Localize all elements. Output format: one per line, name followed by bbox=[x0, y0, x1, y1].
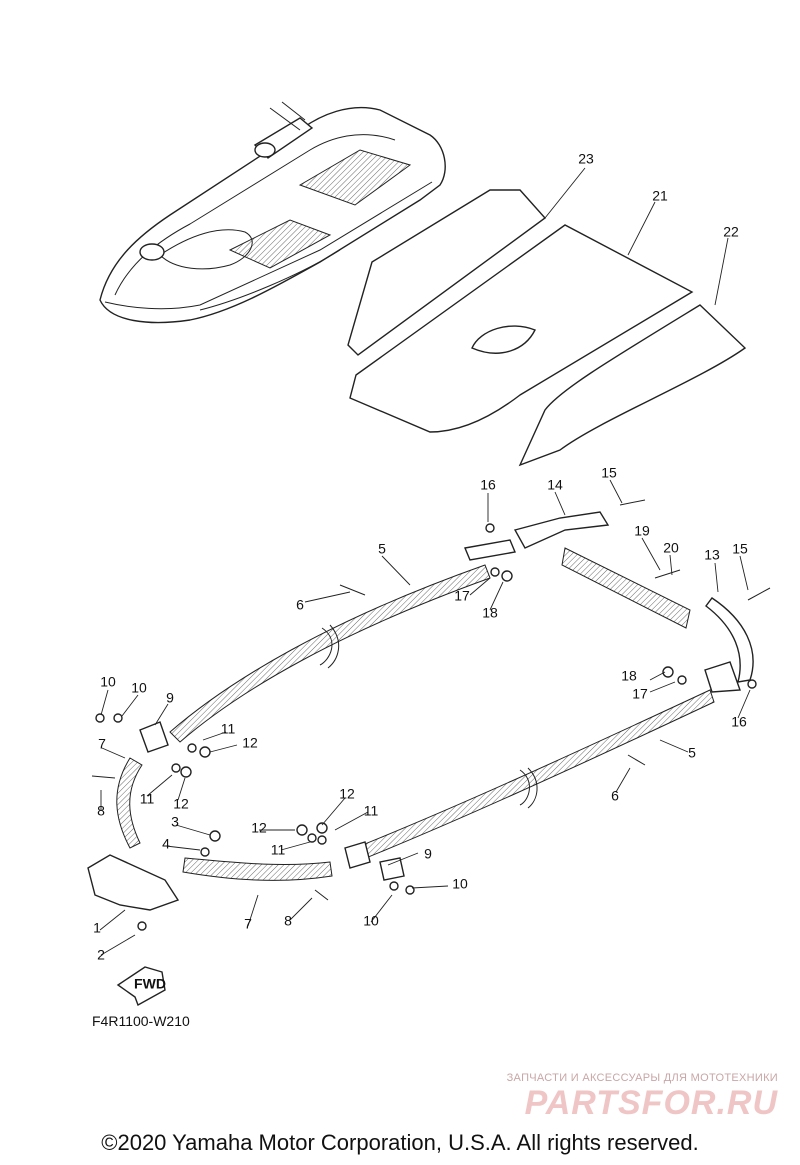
callout-10: 10 bbox=[452, 876, 468, 892]
callout-23: 23 bbox=[578, 151, 594, 167]
callout-22: 22 bbox=[723, 224, 739, 240]
callout-labels: 23 21 22 16 14 15 5 19 20 13 15 6 17 18 … bbox=[93, 151, 748, 963]
callout-8: 8 bbox=[97, 803, 105, 819]
callout-5: 5 bbox=[378, 541, 386, 557]
callout-15: 15 bbox=[601, 465, 617, 481]
callout-16: 16 bbox=[480, 477, 496, 493]
callout-18: 18 bbox=[482, 605, 498, 621]
callout-7: 7 bbox=[98, 736, 106, 752]
callout-10: 10 bbox=[363, 913, 379, 929]
callout-10: 10 bbox=[131, 680, 147, 696]
watermark-tagline: ЗАПЧАСТИ И АКСЕССУАРЫ ДЛЯ МОТОТЕХНИКИ bbox=[506, 1072, 778, 1084]
callout-7: 7 bbox=[244, 916, 252, 932]
gunwale-strips bbox=[169, 564, 715, 863]
callout-11: 11 bbox=[140, 791, 155, 807]
callout-14: 14 bbox=[547, 477, 563, 493]
deck-mats bbox=[347, 189, 747, 467]
rear-brackets bbox=[464, 511, 754, 693]
leader-lines bbox=[99, 167, 751, 956]
bow-pieces bbox=[87, 721, 405, 911]
callout-6: 6 bbox=[611, 788, 619, 804]
callout-4: 4 bbox=[162, 836, 170, 852]
callout-10: 10 bbox=[100, 674, 116, 690]
callout-6: 6 bbox=[296, 597, 304, 613]
callout-17: 17 bbox=[632, 686, 648, 702]
callout-11: 11 bbox=[271, 842, 286, 858]
copyright-notice: ©2020 Yamaha Motor Corporation, U.S.A. A… bbox=[101, 1130, 699, 1155]
callout-12: 12 bbox=[251, 820, 267, 836]
callout-16: 16 bbox=[731, 714, 747, 730]
callout-21: 21 bbox=[652, 188, 668, 204]
watercraft-illustration bbox=[99, 101, 446, 324]
diagram-code: F4R1100-W210 bbox=[92, 1013, 190, 1029]
callout-1: 1 bbox=[93, 920, 101, 936]
fasteners bbox=[91, 499, 771, 931]
callout-11: 11 bbox=[364, 803, 379, 819]
callout-13: 13 bbox=[704, 547, 720, 563]
callout-20: 20 bbox=[663, 540, 679, 556]
fwd-label: FWD bbox=[134, 976, 166, 992]
callout-8: 8 bbox=[284, 913, 292, 929]
watermark-logo: PARTSFOR.RU bbox=[524, 1084, 778, 1122]
callout-9: 9 bbox=[424, 846, 432, 862]
callout-12: 12 bbox=[173, 796, 189, 812]
callout-15: 15 bbox=[732, 541, 748, 557]
callout-5: 5 bbox=[688, 745, 696, 761]
callout-17: 17 bbox=[454, 588, 470, 604]
callout-12: 12 bbox=[339, 786, 355, 802]
callout-19: 19 bbox=[634, 523, 650, 539]
callout-12: 12 bbox=[242, 735, 258, 751]
forward-arrow-icon: FWD bbox=[116, 966, 166, 1007]
callout-3: 3 bbox=[171, 814, 179, 830]
callout-18: 18 bbox=[621, 668, 637, 684]
callout-2: 2 bbox=[97, 947, 105, 963]
callout-9: 9 bbox=[166, 690, 174, 706]
callout-11: 11 bbox=[221, 721, 236, 737]
